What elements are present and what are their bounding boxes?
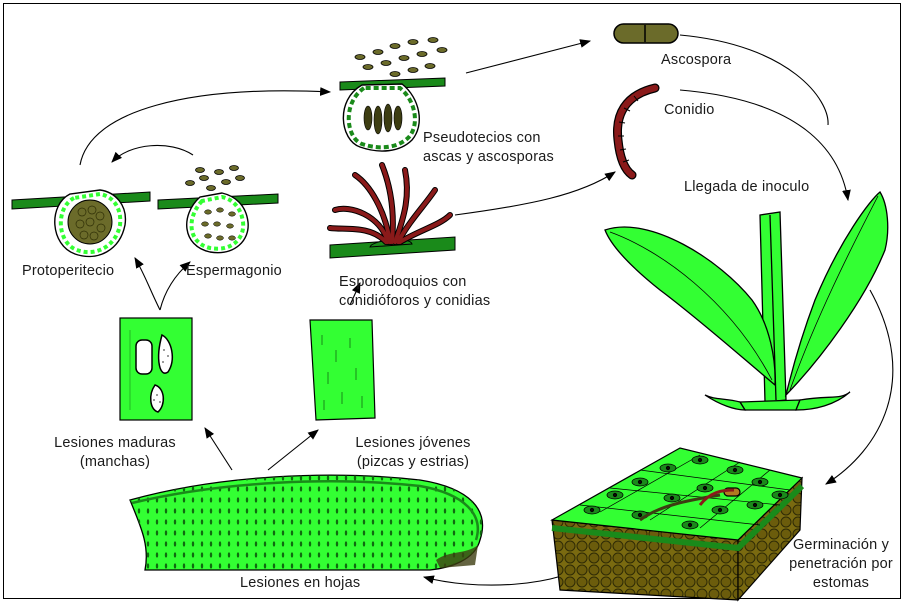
label-esporodoquios: Esporodoquios con conidióforos y conidia…	[339, 273, 490, 311]
lesiones-hojas-illustration	[130, 475, 483, 570]
label-lesiones-jovenes: Lesiones jóvenes (pizcas y estrias)	[333, 434, 493, 472]
label-llegada-inoculo: Llegada de inoculo	[684, 178, 809, 197]
label-pseudotecios: Pseudotecios con ascas y ascosporas	[423, 129, 554, 167]
lesiones-maduras-illustration	[120, 318, 192, 420]
label-lesiones-maduras: Lesiones maduras (manchas)	[40, 434, 190, 472]
label-pseudotecios-line2: ascas y ascosporas	[423, 148, 554, 167]
label-espermagonio: Espermagonio	[186, 262, 282, 281]
label-lesiones-hojas: Lesiones en hojas	[240, 574, 360, 593]
banana-plant-illustration	[605, 192, 888, 410]
esporodoquios-illustration	[330, 165, 455, 258]
arrow-pseudotecios-to-ascospora	[466, 41, 590, 73]
label-lesiones-jovenes-line2: (pizcas y estrias)	[333, 453, 493, 472]
conidio-illustration	[617, 88, 655, 175]
label-germinacion-line3: estomas	[783, 574, 899, 593]
label-esporodoquios-line1: Esporodoquios con	[339, 273, 490, 292]
label-pseudotecios-line1: Pseudotecios con	[423, 129, 554, 148]
arrow-to-pseudotecios	[80, 91, 330, 165]
label-esporodoquios-line2: conidióforos y conidias	[339, 292, 490, 311]
label-protoperitecio: Protoperitecio	[22, 262, 114, 281]
label-lesiones-maduras-line1: Lesiones maduras	[40, 434, 190, 453]
ascospora-illustration	[614, 24, 678, 43]
label-lesiones-maduras-line2: (manchas)	[40, 453, 190, 472]
lesiones-jovenes-illustration	[310, 320, 375, 420]
arrow-hojas-to-maduras	[205, 428, 232, 470]
arrow-hojas-to-jovenes	[268, 430, 318, 470]
arrow-maduras-to-protoperitecio	[135, 258, 160, 310]
label-lesiones-jovenes-line1: Lesiones jóvenes	[333, 434, 493, 453]
label-germinacion: Germinación y penetración por estomas	[783, 536, 899, 593]
arrow-espermagonio-to-protoperitecio	[112, 145, 193, 162]
arrow-esporodoquios-to-conidio	[455, 172, 615, 215]
label-ascospora: Ascospora	[661, 51, 731, 70]
label-conidio: Conidio	[664, 101, 715, 120]
protoperitecio-illustration	[12, 190, 150, 256]
germinacion-illustration	[552, 448, 802, 600]
label-germinacion-line1: Germinación y	[783, 536, 899, 555]
label-germinacion-line2: penetración por	[783, 555, 899, 574]
espermagonio-illustration	[158, 166, 278, 253]
